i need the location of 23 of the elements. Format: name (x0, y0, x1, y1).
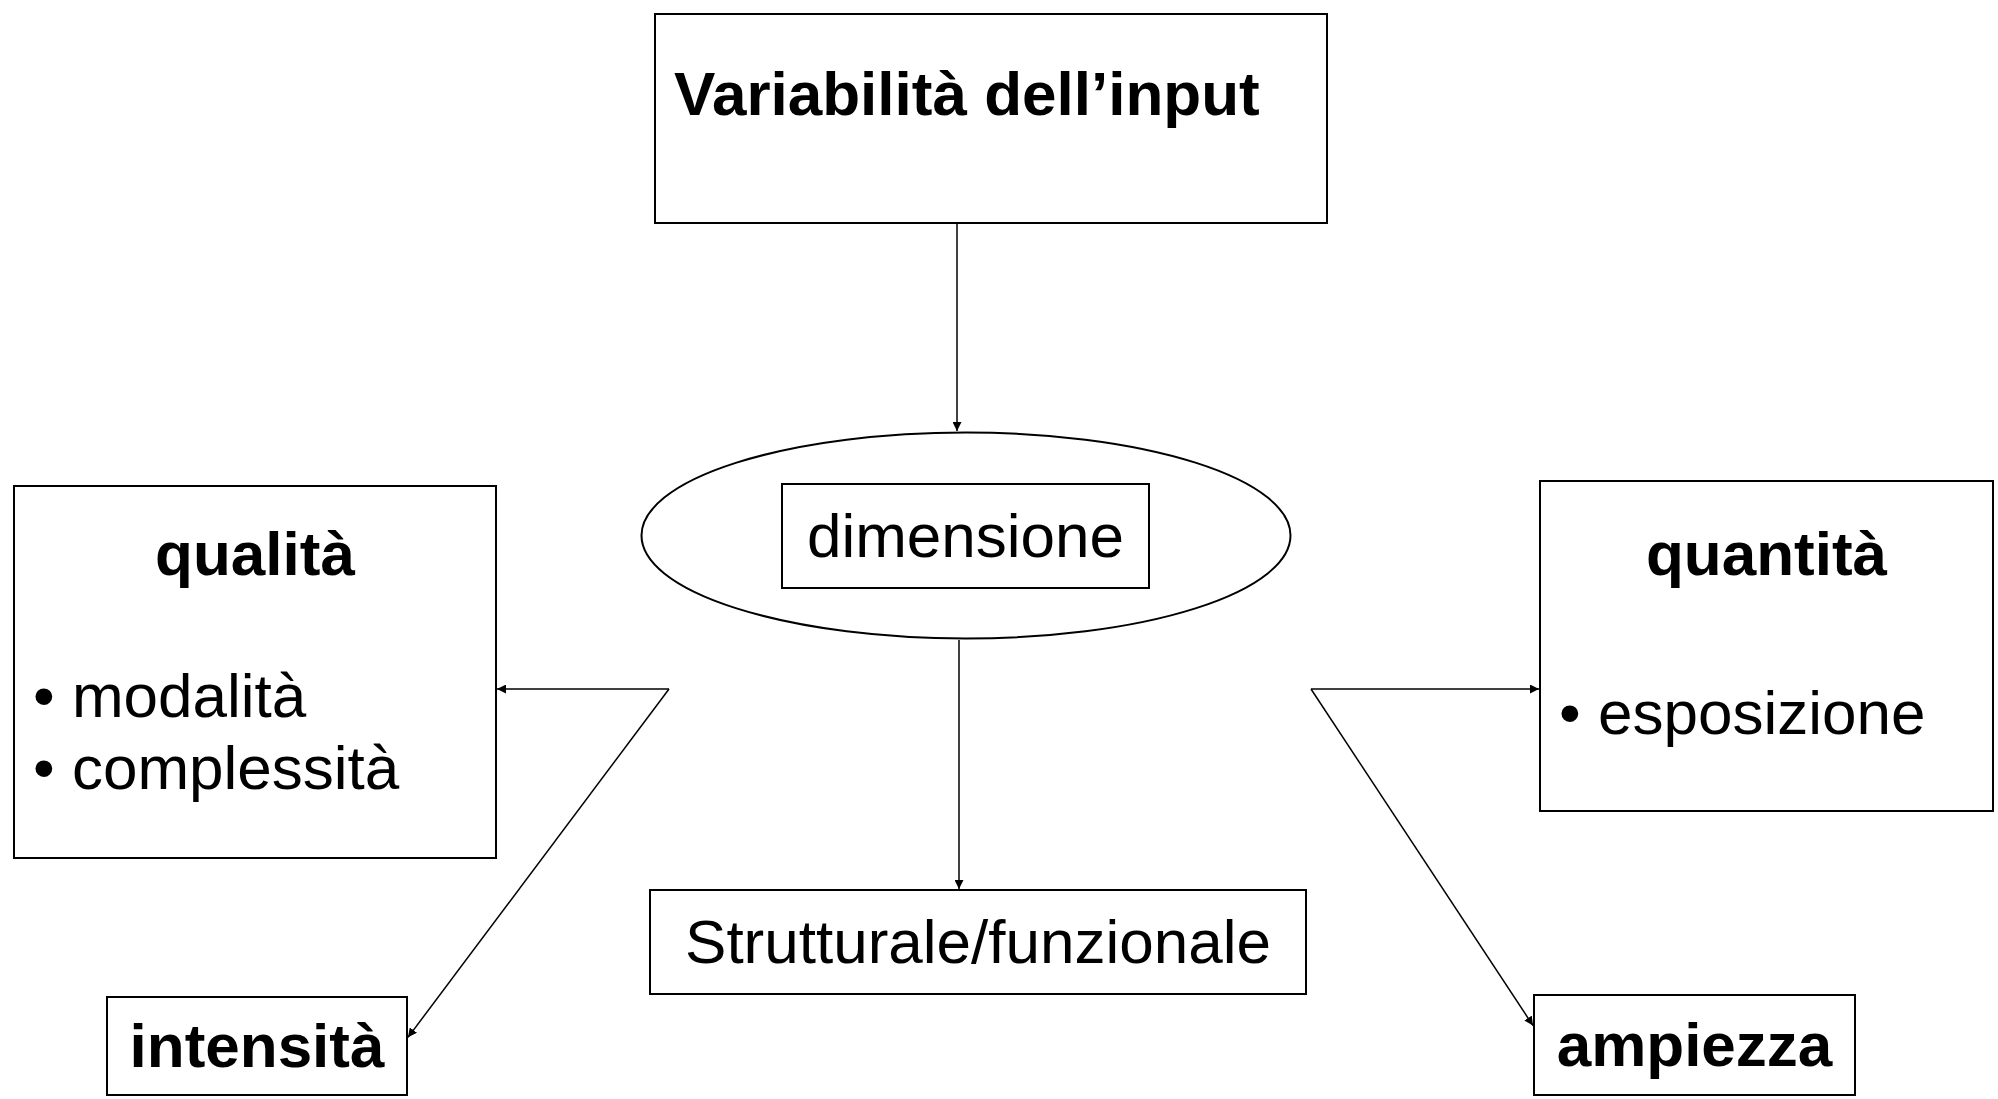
arrow (1310, 684, 1540, 694)
title-box (654, 13, 1328, 224)
category-box (1533, 994, 1856, 1096)
bullet-item: • complessità (33, 733, 400, 803)
arrow (952, 223, 962, 432)
concept-label: Strutturale/funzionale (684, 907, 1272, 977)
category-heading: qualità (154, 519, 356, 589)
category-heading: intensità (128, 1011, 386, 1081)
arrow (407, 688, 670, 1039)
arrow (496, 684, 670, 694)
category-box (13, 485, 497, 859)
category-box (106, 996, 408, 1096)
arrow (954, 639, 964, 890)
arrow (1310, 688, 1534, 1027)
bullet-item: • esposizione (1559, 678, 1926, 748)
category-heading: quantità (1644, 519, 1889, 589)
category-heading: ampiezza (1555, 1010, 1834, 1080)
category-box (1539, 480, 1994, 812)
title-text: Variabilità dell’input (674, 59, 1260, 129)
concept-box (781, 483, 1150, 589)
bullet-item: • modalità (33, 661, 307, 731)
concept-label: dimensione (805, 501, 1126, 571)
concept-box (649, 889, 1307, 995)
